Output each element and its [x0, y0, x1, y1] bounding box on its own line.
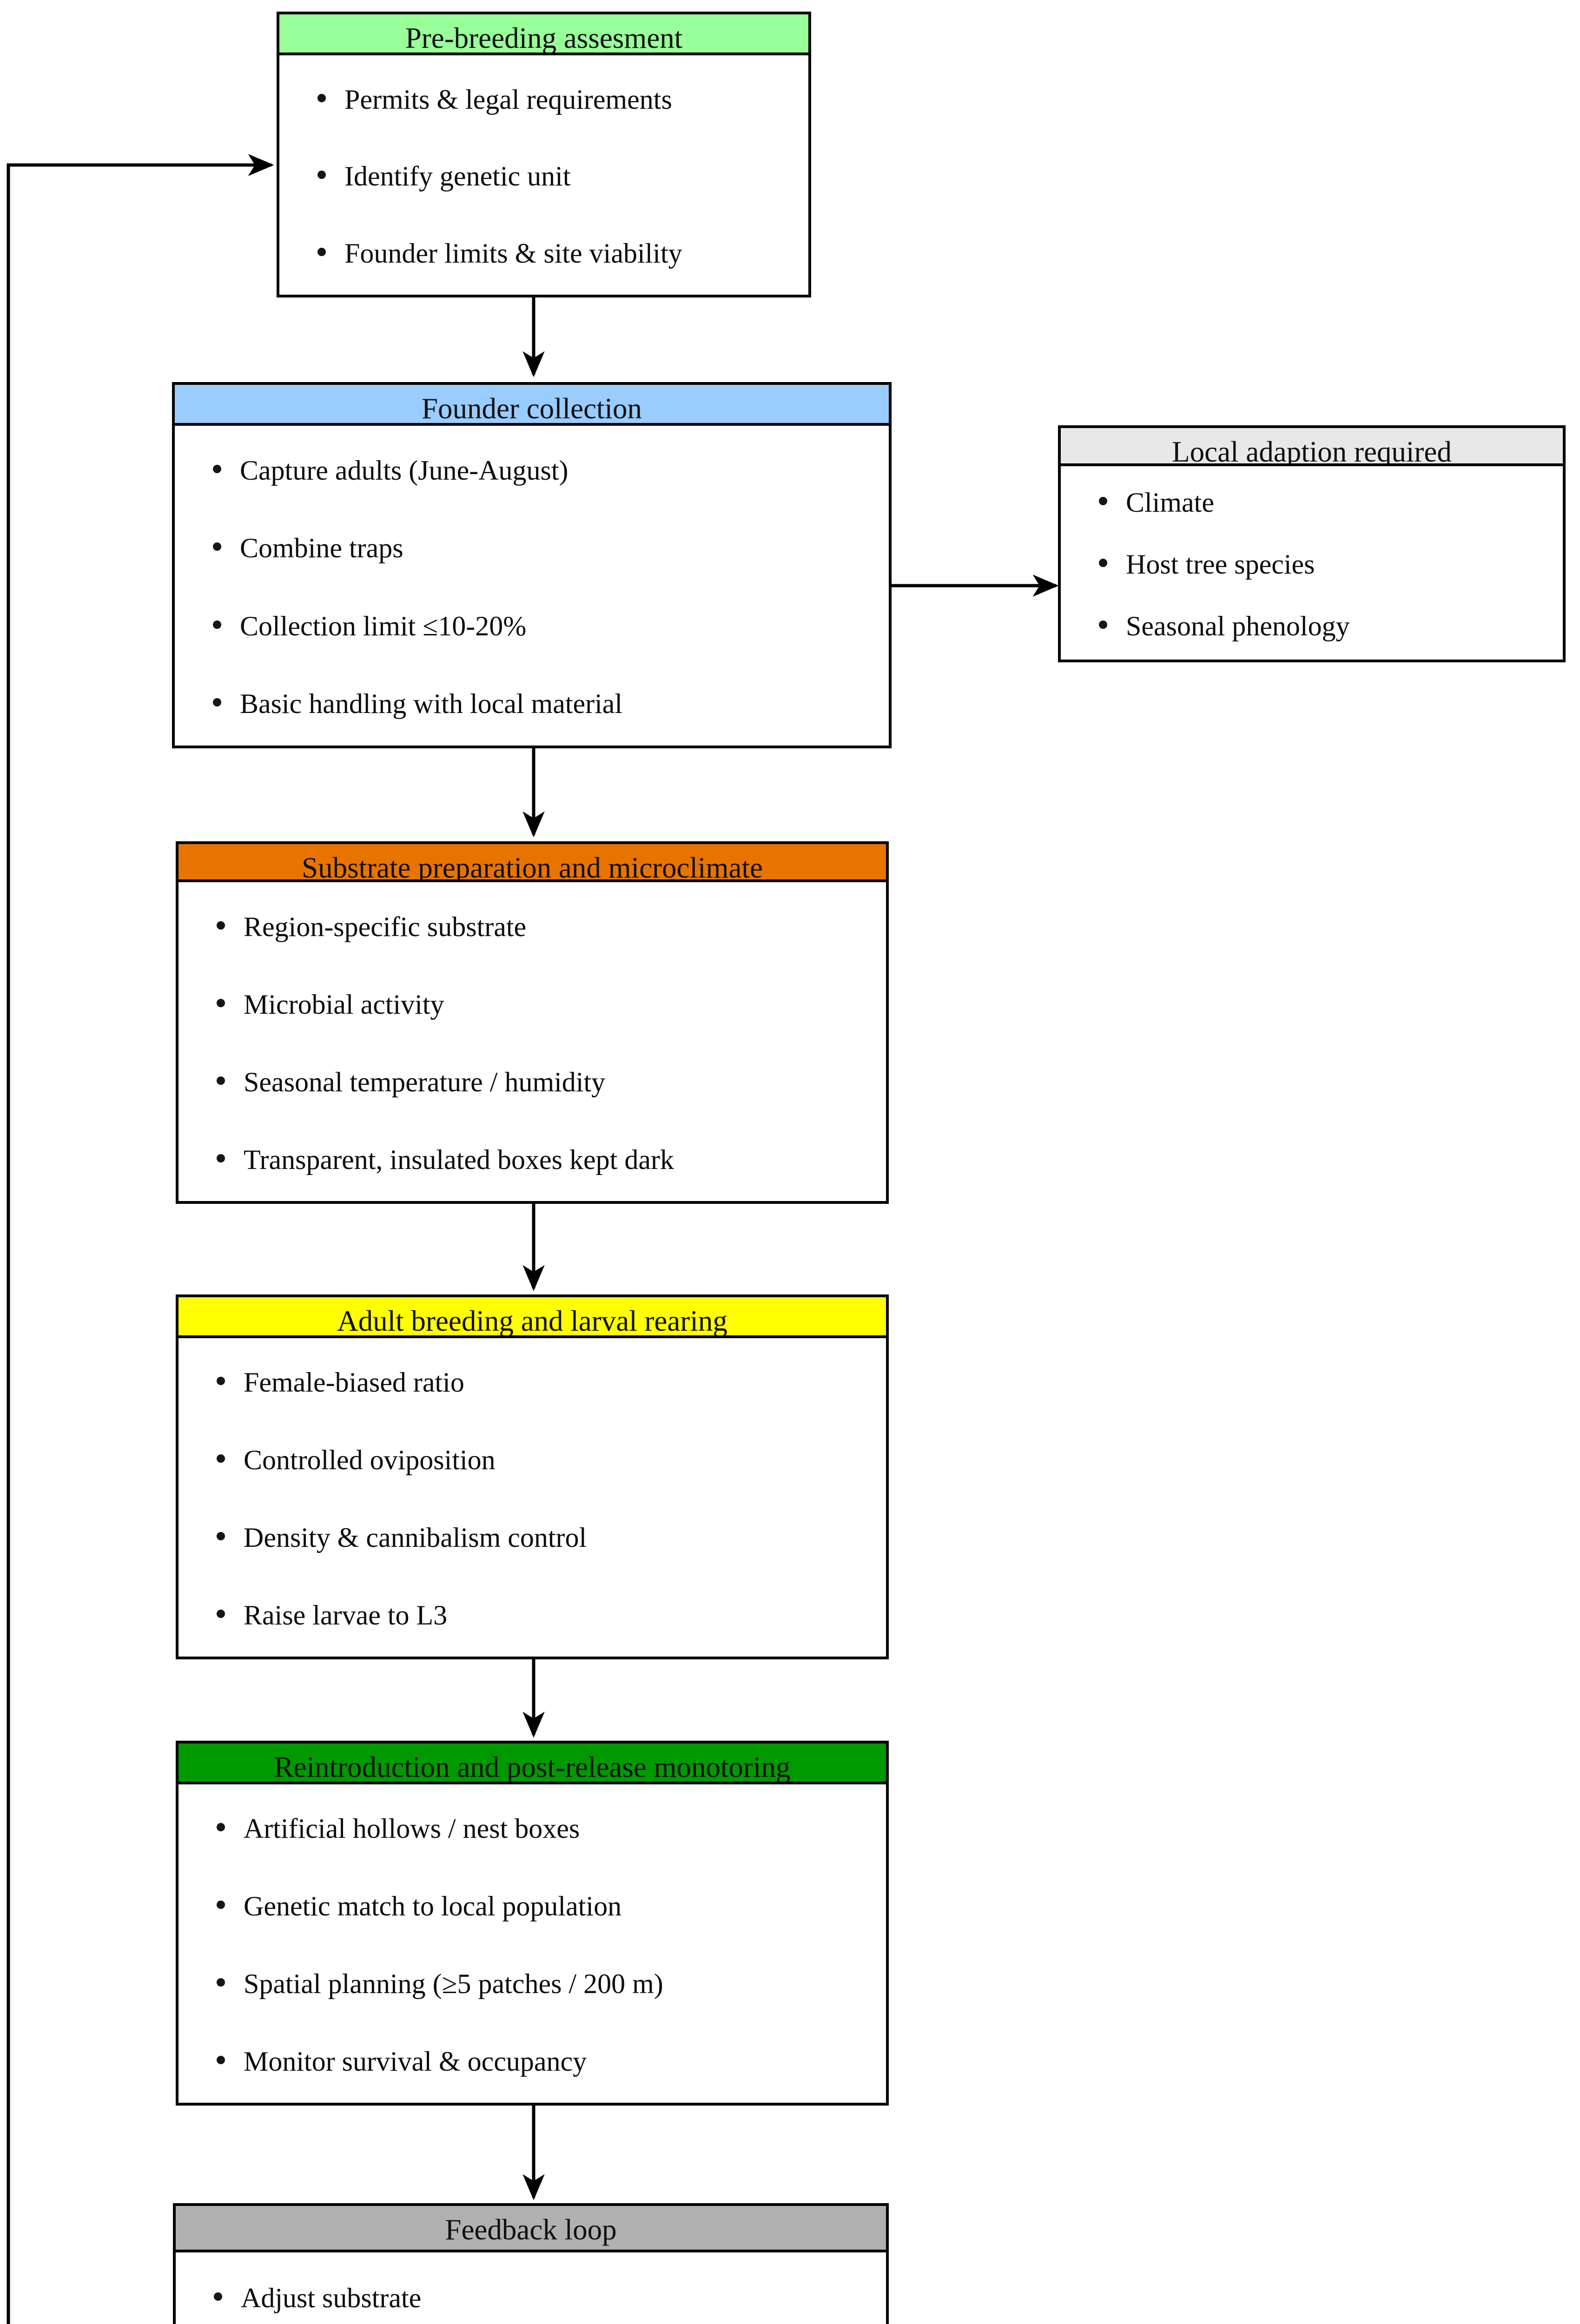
bullet-icon: [217, 921, 225, 930]
list-item-label: Seasonal phenology: [1126, 610, 1350, 641]
list-item: Raise larvae to L3: [178, 1601, 886, 1629]
node-feedback-loop[interactable]: Feedback loop Adjust substrate Adjust fo…: [173, 2203, 889, 2324]
bullet-icon: [1099, 558, 1107, 567]
list-item: Region-specific substrate: [178, 913, 886, 941]
list-item: Combine traps: [175, 534, 889, 562]
list-item-label: Climate: [1126, 487, 1214, 518]
list-item-label: Density & cannibalism control: [244, 1522, 587, 1553]
list-item: Basic handling with local material: [175, 690, 889, 718]
bullet-icon: [317, 248, 326, 257]
list-item: Capture adults (June-August): [175, 456, 889, 484]
node-header-founder-collection: Founder collection: [175, 385, 889, 426]
list-item: Founder limits & site viability: [279, 239, 808, 267]
node-header-pre-breeding-assesment: Pre-breeding assesment: [279, 14, 808, 55]
list-item-label: Collection limit ≤10-20%: [240, 610, 527, 641]
list-item-label: Host tree species: [1126, 548, 1315, 580]
list-item-label: Seasonal temperature / humidity: [244, 1066, 606, 1097]
list-item: Host tree species: [1061, 550, 1563, 578]
bullet-icon: [213, 620, 221, 629]
list-item: Identify genetic unit: [279, 162, 808, 190]
bullet-icon: [217, 1154, 225, 1162]
node-header-feedback-loop: Feedback loop: [176, 2206, 886, 2252]
bullet-icon: [217, 1532, 225, 1540]
list-item-label: Adjust substrate: [241, 2283, 422, 2314]
node-local-adaption-required[interactable]: Local adaption required Climate Host tre…: [1058, 425, 1566, 662]
node-body-reintroduction-and-post-release-monotoring: Artificial hollows / nest boxes Genetic …: [178, 1784, 886, 2106]
bullet-icon: [213, 542, 221, 551]
list-item: Transparent, insulated boxes kept dark: [178, 1146, 886, 1174]
bullet-icon: [217, 1076, 225, 1085]
bullet-icon: [217, 1901, 225, 1909]
list-item: Climate: [1061, 489, 1563, 516]
bullet-icon: [217, 1978, 225, 1987]
node-body-local-adaption-required: Climate Host tree species Seasonal pheno…: [1061, 466, 1563, 662]
list-item-label: Capture adults (June-August): [240, 455, 569, 486]
node-pre-breeding-assesment[interactable]: Pre-breeding assesment Permits & legal r…: [277, 12, 811, 297]
bullet-icon: [1099, 620, 1107, 629]
bullet-icon: [217, 1823, 225, 1832]
node-body-feedback-loop: Adjust substrate Adjust founder numbers …: [176, 2252, 886, 2324]
list-item-label: Genetic match to local population: [244, 1891, 622, 1922]
node-body-substrate-preparation-and-microclimate: Region-specific substrate Microbial acti…: [178, 882, 886, 1204]
node-substrate-preparation-and-microclimate[interactable]: Substrate preparation and microclimate R…: [176, 841, 889, 1204]
list-item-label: Female-biased ratio: [244, 1367, 464, 1398]
list-item: Genetic match to local population: [178, 1892, 886, 1920]
bullet-icon: [213, 698, 221, 707]
list-item-label: Artificial hollows / nest boxes: [244, 1813, 580, 1844]
list-item: Seasonal temperature / humidity: [178, 1068, 886, 1096]
node-header-reintroduction-and-post-release-monotoring: Reintroduction and post-release monotori…: [178, 1743, 886, 1784]
node-body-adult-breeding-and-larval-rearing: Female-biased ratio Controlled ovipositi…: [178, 1338, 886, 1659]
node-adult-breeding-and-larval-rearing[interactable]: Adult breeding and larval rearing Female…: [176, 1294, 889, 1659]
list-item: Controlled oviposition: [178, 1446, 886, 1474]
bullet-icon: [213, 464, 221, 473]
list-item-label: Spatial planning (≥5 patches / 200 m): [244, 1968, 663, 1999]
node-body-founder-collection: Capture adults (June-August) Combine tra…: [175, 426, 889, 748]
bullet-icon: [317, 93, 326, 102]
list-item-label: Controlled oviposition: [244, 1445, 496, 1476]
list-item: Monitor survival & occupancy: [178, 2047, 886, 2075]
bullet-icon: [217, 1454, 225, 1463]
list-item-label: Permits & legal requirements: [344, 84, 672, 115]
bullet-icon: [1099, 497, 1107, 506]
bullet-icon: [317, 171, 326, 179]
node-reintroduction-and-post-release-monotoring[interactable]: Reintroduction and post-release monotori…: [176, 1741, 889, 2106]
list-item: Spatial planning (≥5 patches / 200 m): [178, 1970, 886, 1998]
list-item: Permits & legal requirements: [279, 86, 808, 113]
list-item: Microbial activity: [178, 990, 886, 1018]
list-item: Seasonal phenology: [1061, 612, 1563, 640]
list-item: Adjust substrate: [176, 2284, 886, 2312]
bullet-icon: [214, 2292, 222, 2301]
list-item-label: Raise larvae to L3: [244, 1599, 448, 1631]
list-item-label: Founder limits & site viability: [344, 238, 682, 269]
node-founder-collection[interactable]: Founder collection Capture adults (June-…: [172, 382, 892, 748]
bullet-icon: [217, 1609, 225, 1618]
node-body-pre-breeding-assesment: Permits & legal requirements Identify ge…: [279, 55, 808, 297]
list-item: Artificial hollows / nest boxes: [178, 1815, 886, 1842]
list-item-label: Region-specific substrate: [244, 911, 527, 942]
node-header-substrate-preparation-and-microclimate: Substrate preparation and microclimate: [178, 844, 886, 882]
list-item-label: Basic handling with local material: [240, 688, 623, 720]
bullet-icon: [217, 998, 225, 1007]
list-item: Density & cannibalism control: [178, 1524, 886, 1552]
bullet-icon: [217, 2055, 225, 2064]
list-item-label: Identify genetic unit: [344, 161, 571, 192]
bullet-icon: [217, 1377, 225, 1386]
list-item-label: Microbial activity: [244, 989, 444, 1020]
list-item: Collection limit ≤10-20%: [175, 612, 889, 640]
list-item: Female-biased ratio: [178, 1368, 886, 1396]
list-item-label: Combine traps: [240, 533, 403, 564]
list-item-label: Monitor survival & occupancy: [244, 2046, 587, 2077]
list-item-label: Transparent, insulated boxes kept dark: [244, 1144, 674, 1175]
node-header-local-adaption-required: Local adaption required: [1061, 428, 1563, 466]
node-header-adult-breeding-and-larval-rearing: Adult breeding and larval rearing: [178, 1297, 886, 1338]
